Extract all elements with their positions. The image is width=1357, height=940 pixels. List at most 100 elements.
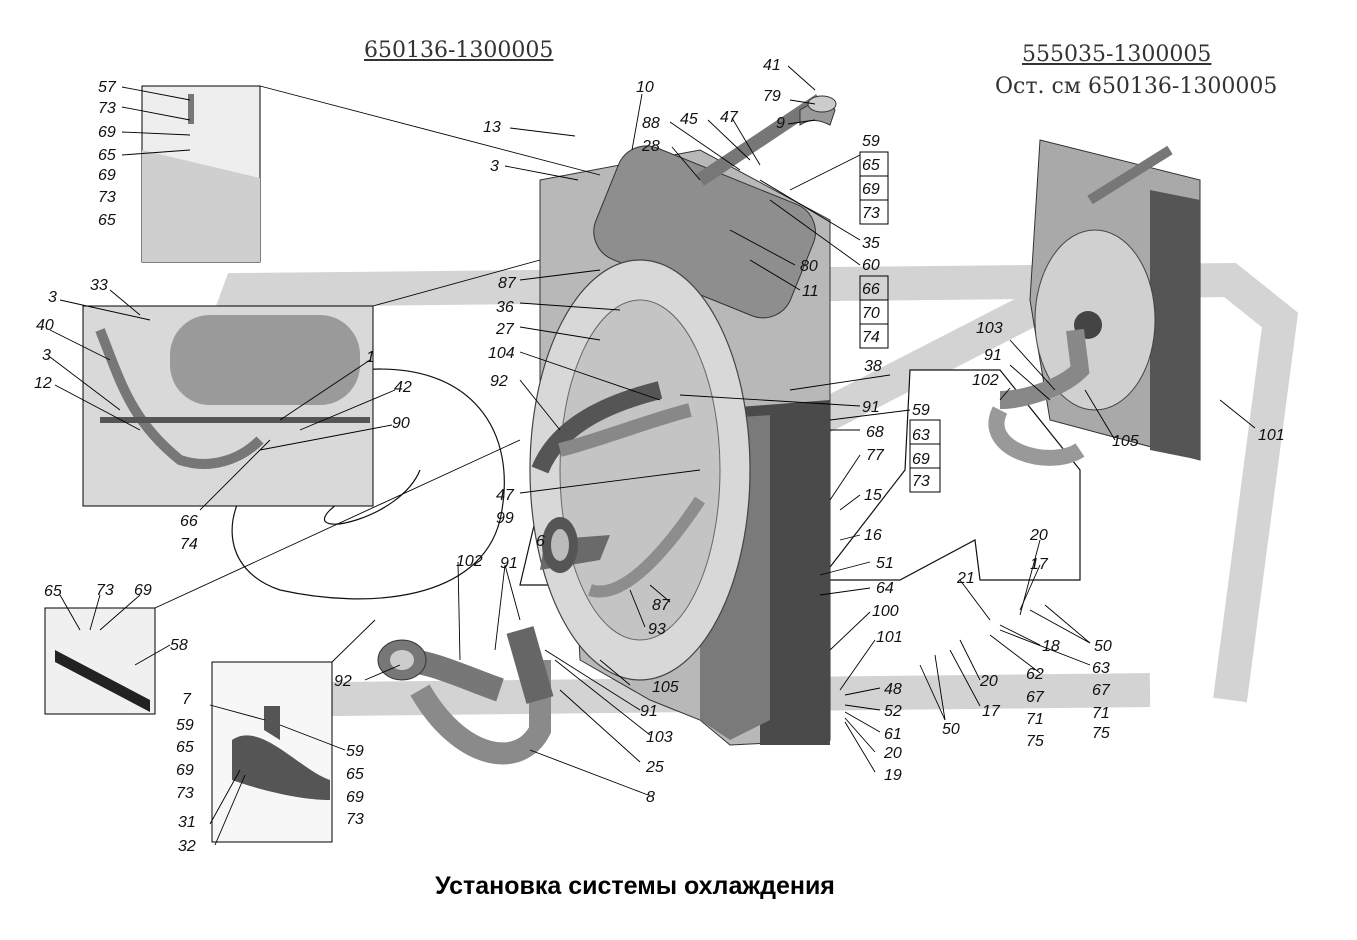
part-callout-62: 62 xyxy=(1026,666,1044,683)
part-callout-66: 66 xyxy=(180,513,198,530)
part-callout-68: 68 xyxy=(866,424,884,441)
part-callout-41: 41 xyxy=(763,57,781,74)
part-callout-73: 73 xyxy=(346,811,364,828)
part-callout-80: 80 xyxy=(800,258,818,275)
diagram-title: Установка системы охлаждения xyxy=(435,872,835,900)
part-callout-73: 73 xyxy=(912,473,930,490)
part-callout-1: 1 xyxy=(366,349,375,366)
part-callout-74: 74 xyxy=(180,536,198,553)
part-callout-19: 19 xyxy=(884,767,902,784)
part-callout-71: 71 xyxy=(1092,705,1110,722)
part-callout-91: 91 xyxy=(640,703,658,720)
part-callout-73: 73 xyxy=(98,189,116,206)
part-callout-71: 71 xyxy=(1026,711,1044,728)
part-callout-47: 47 xyxy=(496,487,515,504)
part-callout-17: 17 xyxy=(982,703,1001,720)
part-callout-59: 59 xyxy=(862,133,880,150)
part-callout-90: 90 xyxy=(392,415,410,432)
part-callout-3: 3 xyxy=(490,158,499,175)
part-callout-66: 66 xyxy=(862,281,880,298)
radiator-variant-right xyxy=(988,139,1201,466)
part-callout-67: 67 xyxy=(1092,682,1111,699)
direction-arrow-shape xyxy=(818,369,1081,581)
part-callout-65: 65 xyxy=(98,147,116,164)
part-callout-69: 69 xyxy=(346,789,364,806)
part-callout-75: 75 xyxy=(1092,725,1110,742)
part-callout-103: 103 xyxy=(976,320,1003,337)
part-callout-63: 63 xyxy=(1092,660,1110,677)
part-callout-48: 48 xyxy=(884,681,902,698)
part-callout-73: 73 xyxy=(862,205,880,222)
part-callout-50: 50 xyxy=(1094,638,1112,655)
lower-hose-assembly xyxy=(377,626,554,765)
part-callout-31: 31 xyxy=(178,814,196,831)
part-callout-65: 65 xyxy=(862,157,880,174)
part-callout-91: 91 xyxy=(984,347,1002,364)
part-callout-99: 99 xyxy=(496,510,514,527)
part-callout-69: 69 xyxy=(98,167,116,184)
part-callout-51: 51 xyxy=(876,555,894,572)
part-callout-101: 101 xyxy=(876,629,903,646)
detail-inset-mid-left xyxy=(82,305,374,507)
part-callout-20: 20 xyxy=(979,673,998,690)
part-callout-70: 70 xyxy=(862,305,880,322)
callout-boxes xyxy=(859,151,941,493)
part-callout-102: 102 xyxy=(972,372,999,389)
part-callout-64: 64 xyxy=(876,580,894,597)
part-callout-69: 69 xyxy=(134,582,152,599)
part-callout-17: 17 xyxy=(1030,556,1049,573)
part-callout-59: 59 xyxy=(912,402,930,419)
part-callout-11: 11 xyxy=(802,283,819,300)
part-callout-73: 73 xyxy=(98,100,116,117)
part-callout-20: 20 xyxy=(883,745,902,762)
part-callout-79: 79 xyxy=(763,88,781,105)
part-callout-12: 12 xyxy=(34,375,52,392)
part-callout-36: 36 xyxy=(496,299,514,316)
part-callout-91: 91 xyxy=(862,399,880,416)
detail-inset-bottom-left xyxy=(44,607,156,715)
part-callout-103: 103 xyxy=(646,729,673,746)
part-callout-75: 75 xyxy=(1026,733,1044,750)
part-callout-18: 18 xyxy=(1042,638,1060,655)
part-callout-25: 25 xyxy=(645,759,664,776)
part-callout-88: 88 xyxy=(642,115,660,132)
part-callout-8: 8 xyxy=(646,789,655,806)
part-callout-28: 28 xyxy=(641,138,660,155)
part-callout-65: 65 xyxy=(176,739,194,756)
part-callout-42: 42 xyxy=(394,379,412,396)
part-callout-57: 57 xyxy=(98,79,117,96)
part-callout-105: 105 xyxy=(1112,433,1139,450)
part-callout-38: 38 xyxy=(864,358,882,375)
part-callout-59: 59 xyxy=(346,743,364,760)
part-callout-69: 69 xyxy=(862,181,880,198)
part-callout-3: 3 xyxy=(42,347,51,364)
part-callout-50: 50 xyxy=(942,721,960,738)
leader-lines xyxy=(49,65,1256,846)
part-callout-15: 15 xyxy=(864,487,882,504)
part-callout-27: 27 xyxy=(495,321,515,338)
part-callout-67: 67 xyxy=(1026,689,1045,706)
part-callout-65: 65 xyxy=(44,583,62,600)
part-callout-61: 61 xyxy=(884,726,902,743)
part-callout-21: 21 xyxy=(956,570,975,587)
part-callout-91: 91 xyxy=(500,555,518,572)
part-callout-32: 32 xyxy=(178,838,196,855)
part-callout-69: 69 xyxy=(98,124,116,141)
part-callout-87: 87 xyxy=(652,597,671,614)
part-callout-73: 73 xyxy=(176,785,194,802)
part-callout-102: 102 xyxy=(456,553,483,570)
part-callout-93: 93 xyxy=(648,621,666,638)
part-callout-69: 69 xyxy=(912,451,930,468)
part-callout-3: 3 xyxy=(48,289,57,306)
part-callout-40: 40 xyxy=(36,317,54,334)
part-callout-65: 65 xyxy=(98,212,116,229)
part-callout-6: 6 xyxy=(536,533,545,550)
part-callout-73: 73 xyxy=(96,582,114,599)
part-callout-47: 47 xyxy=(720,109,739,126)
right-assembly-code: 555035-1300005 xyxy=(1022,42,1212,67)
part-callout-7: 7 xyxy=(182,691,192,708)
part-callout-10: 10 xyxy=(636,79,654,96)
